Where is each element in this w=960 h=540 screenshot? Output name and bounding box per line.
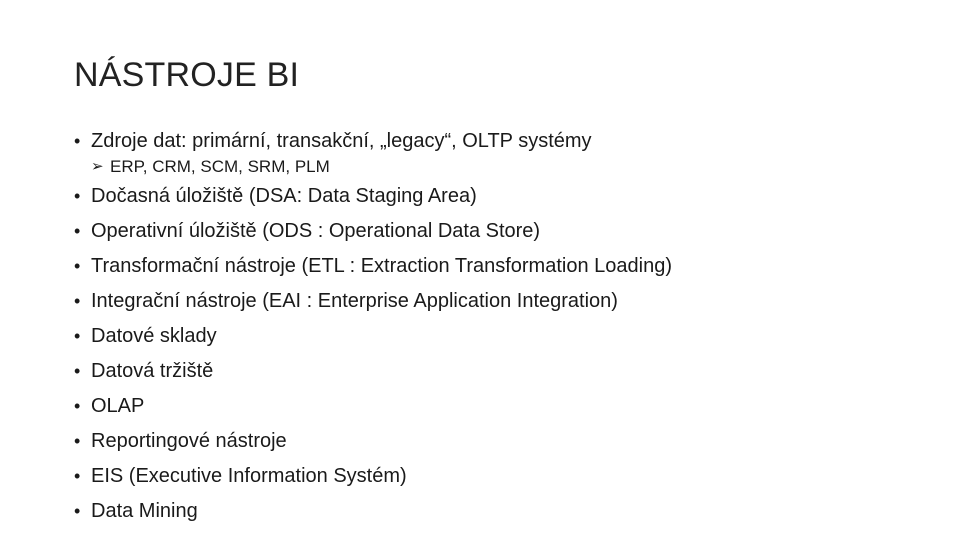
bullet-item: • Transformační nástroje (ETL : Extracti… — [74, 249, 934, 284]
bullet-text: Operativní úložiště (ODS : Operational D… — [91, 220, 541, 242]
bullet-item: • Datová tržiště — [74, 354, 934, 389]
arrow-bullet-icon: ➢ — [91, 158, 104, 175]
bullet-text: Datové sklady — [91, 325, 217, 347]
bullet-item: • Zdroje dat: primární, transakční, „leg… — [74, 124, 934, 159]
bullet-text: OLAP — [91, 395, 145, 417]
bullet-item: • Integrační nástroje (EAI : Enterprise … — [74, 284, 934, 319]
bullet-item: • Reportingové nástroje — [74, 424, 934, 459]
bullet-dot-icon: • — [74, 431, 81, 451]
bullet-text: Dočasná úložiště (DSA: Data Staging Area… — [91, 185, 477, 207]
bullet-dot-icon: • — [74, 466, 81, 486]
bullet-list: • Zdroje dat: primární, transakční, „leg… — [74, 124, 934, 529]
bullet-text: Data Mining — [91, 500, 198, 522]
bullet-item: • Data Mining — [74, 494, 934, 529]
bullet-text: Datová tržiště — [91, 360, 214, 382]
bullet-text: EIS (Executive Information Systém) — [91, 465, 407, 487]
bullet-dot-icon: • — [74, 186, 81, 206]
slide-title: NÁSTROJE BI — [74, 56, 300, 94]
bullet-dot-icon: • — [74, 221, 81, 241]
bullet-dot-icon: • — [74, 291, 81, 311]
bullet-text: Reportingové nástroje — [91, 430, 287, 452]
bullet-dot-icon: • — [74, 361, 81, 381]
bullet-dot-icon: • — [74, 256, 81, 276]
sub-bullet-item: ➢ ERP, CRM, SCM, SRM, PLM — [74, 154, 934, 179]
bullet-item: • EIS (Executive Information Systém) — [74, 459, 934, 494]
bullet-dot-icon: • — [74, 501, 81, 521]
bullet-dot-icon: • — [74, 326, 81, 346]
bullet-item: • Dočasná úložiště (DSA: Data Staging Ar… — [74, 179, 934, 214]
bullet-dot-icon: • — [74, 131, 81, 151]
bullet-text: Integrační nástroje (EAI : Enterprise Ap… — [91, 290, 618, 312]
bullet-dot-icon: • — [74, 396, 81, 416]
bullet-item: • Datové sklady — [74, 319, 934, 354]
bullet-text: Transformační nástroje (ETL : Extraction… — [91, 255, 672, 277]
bullet-item: • OLAP — [74, 389, 934, 424]
bullet-text: Zdroje dat: primární, transakční, „legac… — [91, 130, 592, 152]
bullet-item: • Operativní úložiště (ODS : Operational… — [74, 214, 934, 249]
sub-bullet-text: ERP, CRM, SCM, SRM, PLM — [110, 157, 330, 176]
